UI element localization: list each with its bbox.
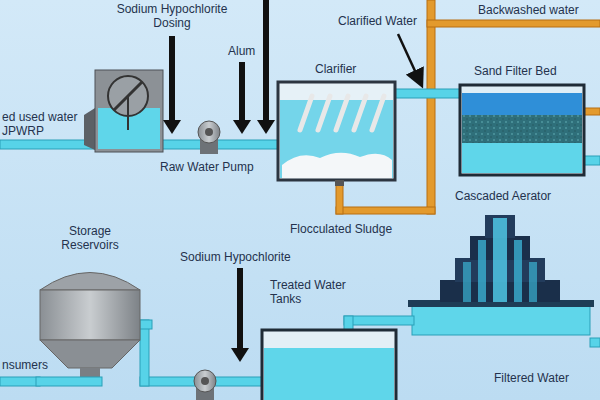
unit-label: Sand Filter Bed (474, 64, 557, 78)
sand-filter (460, 85, 584, 175)
dosing-label: Sodium Hypochlorite (180, 250, 291, 264)
outlet-label: nsumers (2, 358, 48, 372)
unit-label: Cascaded Aerator (455, 189, 551, 203)
unit-label: Storage Reservoirs (52, 224, 128, 252)
flow-label: Flocculated Sludge (290, 222, 392, 236)
pump-symbol (198, 121, 220, 154)
intake-tank (84, 70, 163, 152)
source-label: ed used water JPWRP (2, 110, 82, 138)
cascaded-aerator (408, 215, 594, 335)
chemical-label: Alum (228, 44, 255, 58)
dosing-label: Sodium Hypochlorite Dosing (107, 2, 237, 30)
unit-label: Treated Water Tanks (270, 278, 354, 306)
flow-label: Backwashed water (478, 3, 579, 17)
flow-label: Clarified Water (338, 14, 417, 28)
unit-label: Clarifier (315, 62, 356, 76)
treated-water-tank (262, 330, 396, 400)
callout-arrow (398, 34, 421, 84)
pump-symbol (194, 370, 216, 400)
flow-label: Filtered Water (494, 371, 569, 385)
clarifier-tank (278, 82, 395, 186)
pump-label: Raw Water Pump (160, 160, 254, 174)
dosing-arrow (163, 0, 275, 362)
storage-reservoir (36, 273, 140, 387)
